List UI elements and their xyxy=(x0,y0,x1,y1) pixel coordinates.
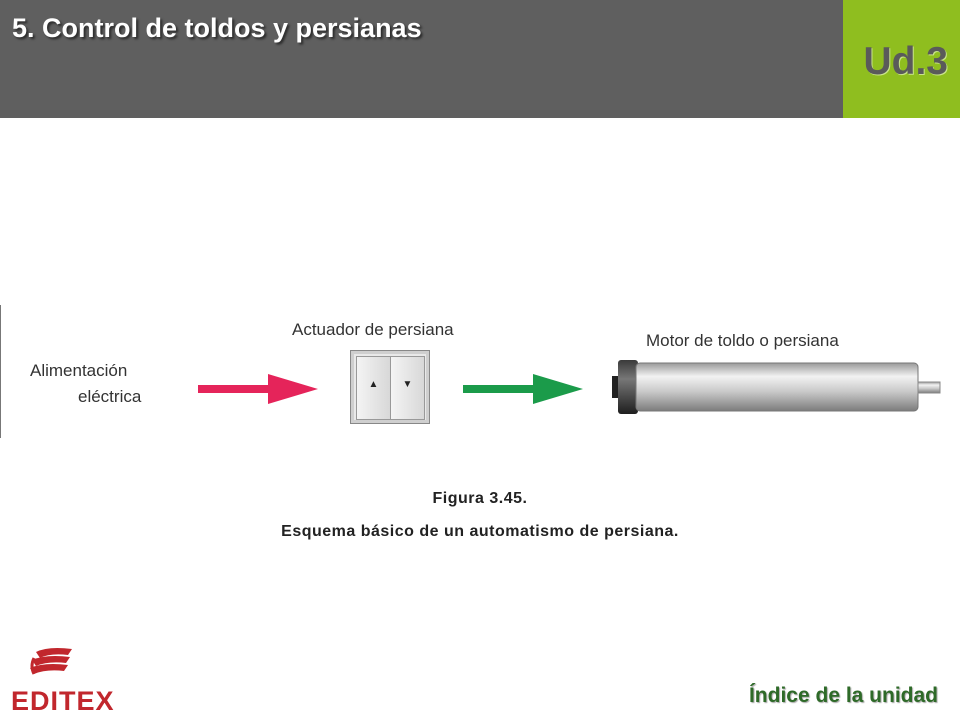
editex-logo: EDITEX xyxy=(11,686,115,716)
unit-index-link[interactable]: Índice de la unidad xyxy=(748,684,938,707)
unit-label: Ud.3 xyxy=(863,40,948,83)
figure-number: Figura 3.45. xyxy=(432,490,528,507)
actuator-label: Actuador de persiana xyxy=(292,320,454,339)
header-bar: 5. Control de toldos y persianas xyxy=(0,0,843,118)
tubular-motor-icon xyxy=(612,360,941,414)
page-title: 5. Control de toldos y persianas xyxy=(12,13,422,43)
arrow-down-icon: ▼ xyxy=(402,379,413,390)
motor-label: Motor de toldo o persiana xyxy=(646,331,839,350)
figure-caption: Esquema básico de un automatismo de pers… xyxy=(281,523,679,540)
power-arrow-icon xyxy=(198,374,318,404)
power-supply-label-line1: Alimentación xyxy=(30,361,128,380)
blind-automation-diagram: Alimentación eléctrica Actuador de persi… xyxy=(0,300,960,440)
blind-actuator-switch: ▲ ▼ xyxy=(350,350,430,424)
power-supply-label-line2: eléctrica xyxy=(78,387,142,406)
actuator-up-button: ▲ xyxy=(356,356,391,420)
diagram-left-edge xyxy=(0,305,1,438)
unit-badge: Ud.3 xyxy=(843,0,960,118)
control-arrow-icon xyxy=(463,374,583,404)
actuator-down-button: ▼ xyxy=(390,356,425,420)
arrow-up-icon: ▲ xyxy=(368,379,379,390)
editex-book-icon xyxy=(30,648,72,675)
